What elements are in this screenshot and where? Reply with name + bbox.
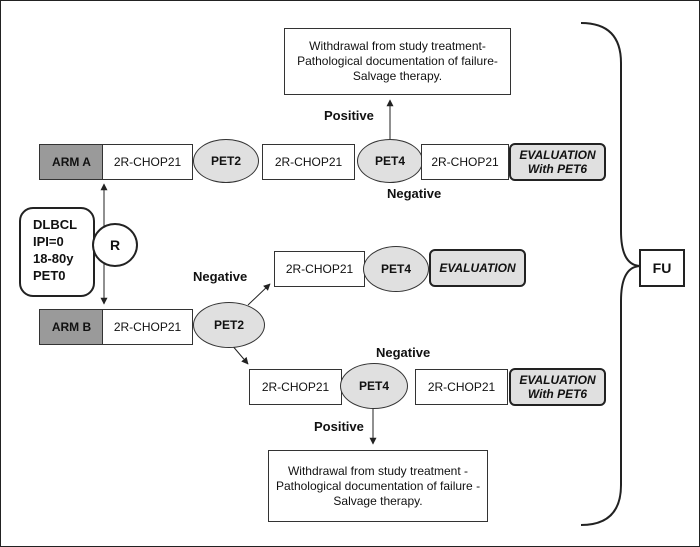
patient-criteria-line-2: IPI=0	[33, 234, 64, 249]
arm-a-cycle-2: 2R-CHOP21	[262, 144, 355, 180]
arm-b-withdrawal-line-1: Withdrawal from study treatment -	[287, 463, 469, 478]
arm-b-pos-evaluation-line-1: EVALUATION	[519, 373, 596, 387]
patient-criteria-box: DLBCL IPI=0 18-80y PET0	[19, 207, 95, 297]
arm-a-evaluation-line-1: EVALUATION	[519, 148, 596, 162]
randomization-circle: R	[92, 223, 138, 267]
patient-criteria-line-4: PET0	[33, 268, 66, 283]
arrow-b-pet2-negative	[247, 283, 271, 306]
arm-b-pos-cycle-2: 2R-CHOP21	[415, 369, 508, 405]
arm-a-cycle-3: 2R-CHOP21	[421, 144, 509, 180]
arm-a-withdrawal-box: Withdrawal from study treatment- Patholo…	[284, 28, 511, 95]
arm-a-withdrawal-line-1: Withdrawal from study treatment-	[309, 39, 486, 53]
patient-criteria-line-3: 18-80y	[33, 251, 74, 266]
arm-a-withdrawal-line-3: Salvage therapy.	[352, 69, 443, 83]
arm-b-negative-label: Negative	[193, 269, 248, 284]
arm-b-pos-evaluation-line-2: With PET6	[527, 387, 588, 401]
arm-a-cycle-1: 2R-CHOP21	[102, 144, 193, 180]
arm-b-neg-cycle: 2R-CHOP21	[274, 251, 365, 287]
arm-b-pos-pet4: PET4	[340, 363, 408, 409]
arm-b-cycle-1: 2R-CHOP21	[102, 309, 193, 345]
arm-b-withdrawal-line-3: Salvage therapy.	[333, 493, 423, 508]
arm-b-pet4-negative-label: Negative	[376, 345, 431, 360]
patient-criteria-line-1: DLBCL	[33, 217, 78, 232]
arm-b-pos-evaluation: EVALUATION With PET6	[509, 368, 606, 406]
arm-b-withdrawal-box: Withdrawal from study treatment - Pathol…	[268, 450, 488, 522]
arm-a-pet2: PET2	[193, 139, 259, 183]
arm-a-label: ARM A	[39, 144, 103, 180]
arm-a-withdrawal-line-2: Pathological documentation of failure-	[297, 54, 498, 68]
arm-a-evaluation-line-2: With PET6	[527, 162, 588, 176]
arm-a-positive-label: Positive	[324, 108, 374, 123]
arm-a-pet4: PET4	[357, 139, 423, 183]
fu-bracket	[580, 22, 642, 526]
arm-b-neg-evaluation: EVALUATION	[429, 249, 526, 287]
arm-b-neg-pet4: PET4	[363, 246, 429, 292]
arm-b-pet2: PET2	[193, 302, 265, 348]
arm-b-pos-cycle-1: 2R-CHOP21	[249, 369, 342, 405]
arm-b-pet4-positive-label: Positive	[314, 419, 364, 434]
arm-a-negative-label: Negative	[387, 186, 442, 201]
follow-up-box: FU	[639, 249, 685, 287]
arm-b-label: ARM B	[39, 309, 103, 345]
arm-a-evaluation: EVALUATION With PET6	[509, 143, 606, 181]
arm-b-withdrawal-line-2: Pathological documentation of failure -	[275, 478, 481, 493]
